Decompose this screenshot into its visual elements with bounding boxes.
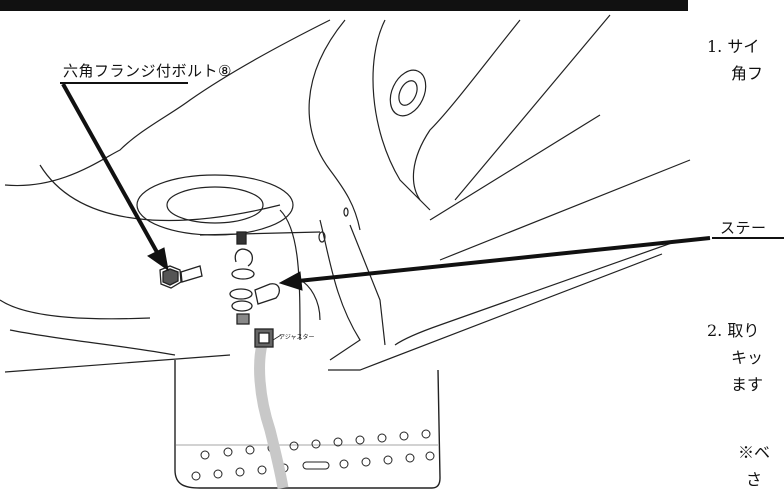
adjuster-block: [254, 328, 274, 348]
header-bar-overlay: [0, 0, 688, 11]
flap-strip: [254, 332, 289, 489]
body-hole-inner: [398, 80, 418, 106]
small-hole: [318, 231, 326, 243]
body-outline: [394, 239, 681, 346]
step-2-line-2: キッ: [731, 348, 764, 367]
hex-flange-bolt: [159, 265, 203, 289]
body-outline: [372, 19, 431, 211]
bolt-pointer-arrow: [61, 83, 169, 272]
body-outline: [429, 114, 601, 221]
wheel-well-outer: [136, 174, 294, 236]
stay-callout-label: ステー: [720, 219, 767, 237]
body-outline: [0, 299, 151, 320]
body-outline: [328, 253, 663, 371]
step-2-text: 2. 取り キッ ます: [707, 317, 763, 398]
body-outline: [319, 219, 361, 361]
step-2-line-3: ます: [731, 375, 764, 394]
body-outline: [454, 14, 611, 201]
body-hole: [389, 69, 427, 117]
body-outline: [308, 19, 361, 231]
note-line-1: ※ベ: [738, 443, 771, 462]
stay-callout-underline: [712, 237, 784, 239]
body-outline: [412, 19, 521, 201]
mudguard-vent-holes: [191, 429, 435, 481]
adjuster-leader: [272, 334, 282, 341]
body-outline: [299, 279, 321, 321]
body-outline: [439, 159, 691, 261]
adjuster-label: アジャスター: [279, 334, 315, 341]
mudguard-flap: [174, 360, 441, 489]
body-outline: [4, 19, 331, 187]
bolt-callout-underline: [60, 82, 188, 84]
body-outline: [349, 224, 386, 346]
wheel-well-inner: [166, 186, 264, 224]
step-1-line-1: 1. サイ: [707, 37, 760, 56]
body-outline: [4, 354, 231, 373]
bolt-callout-label: 六角フランジ付ボルト⑧: [63, 62, 232, 80]
step-1-text: 1. サイ 角フ: [707, 33, 763, 87]
note-line-2: さ: [746, 470, 763, 489]
step-1-line-2: 角フ: [731, 64, 764, 83]
stay-pointer-arrow: [278, 236, 711, 291]
step-2-line-1: 2. 取り: [707, 321, 760, 340]
note-text: ※ベ さ: [738, 439, 770, 493]
body-outline: [9, 329, 176, 356]
small-hole: [343, 207, 349, 217]
stay-bracket: [229, 231, 281, 325]
